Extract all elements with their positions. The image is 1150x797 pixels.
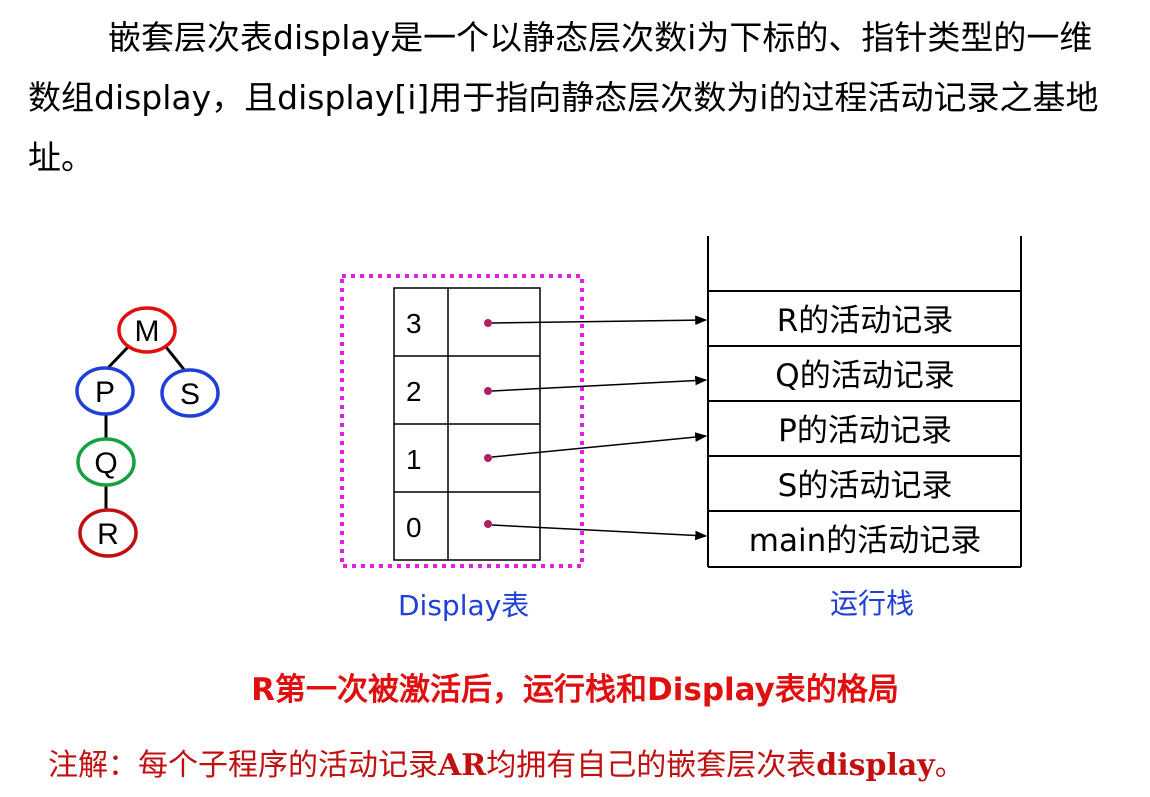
note-ar: AR <box>438 748 487 783</box>
tree-node-s-circle <box>160 368 220 418</box>
pointer-arrow-0-to-main <box>491 524 708 541</box>
pointer-arrows <box>491 315 708 541</box>
tree-node-r-label: R <box>97 518 119 551</box>
tree-node-s: S <box>160 368 220 418</box>
pointer-arrow-2-to-q <box>491 375 708 392</box>
tree-node-p-label: P <box>95 376 115 409</box>
tree-node-m-circle <box>117 306 177 354</box>
display-row-index-0: 0 <box>406 512 422 543</box>
display-row-index-2: 2 <box>406 376 422 407</box>
pointer-arrow-1-to-p <box>491 432 708 458</box>
tree-edge-m-s <box>164 346 188 373</box>
tree-node-p: P <box>75 366 135 416</box>
display-table: 3 2 1 0 <box>393 287 541 561</box>
run-stack-label: 运行栈 <box>830 587 915 620</box>
intro-paragraph: 嵌套层次表display是一个以静态层次数i为下标的、指针类型的一维数组disp… <box>28 8 1123 188</box>
pointer-dot-1 <box>484 454 492 462</box>
figure-caption: R第一次被激活后，运行栈和Display表的格局 <box>251 672 899 708</box>
note-term: display <box>816 748 935 783</box>
activation-record-s: S的活动记录 <box>778 468 953 504</box>
activation-record-q: Q的活动记录 <box>775 358 954 394</box>
pointer-arrow-3-to-r <box>491 315 708 325</box>
display-table-label: Display表 <box>398 589 530 622</box>
tree-node-q: Q <box>76 437 136 487</box>
intro-text: 嵌套层次表display是一个以静态层次数i为下标的、指针类型的一维数组disp… <box>28 18 1099 177</box>
activation-record-p: P的活动记录 <box>778 413 952 449</box>
pointer-dot-0 <box>484 520 492 528</box>
tree-node-q-circle <box>76 437 136 487</box>
display-row-index-1: 1 <box>406 444 422 475</box>
note-middle: 均拥有自己的嵌套层次表 <box>486 748 817 783</box>
tree-node-m: M <box>117 306 177 354</box>
activation-record-main: main的活动记录 <box>749 523 981 559</box>
note-prefix: 注解：每个子程序的活动记录 <box>48 748 438 783</box>
tree-node-p-circle <box>75 366 135 416</box>
note-end: 。 <box>934 748 965 783</box>
tree-edges <box>104 345 188 510</box>
pointer-dot-3 <box>484 319 492 327</box>
tree-node-q-label: Q <box>94 447 117 480</box>
display-table-dotted-frame <box>340 274 584 568</box>
activation-record-r: R的活动记录 <box>777 303 954 339</box>
tree-edge-m-p <box>104 345 130 372</box>
annotation-note: 注解：每个子程序的活动记录AR均拥有自己的嵌套层次表display。 <box>48 740 965 784</box>
display-row-index-3: 3 <box>406 308 422 339</box>
pointer-dot-2 <box>484 387 492 395</box>
tree-node-r-circle <box>78 508 138 558</box>
run-stack: R的活动记录 Q的活动记录 P的活动记录 S的活动记录 main的活动记录 <box>707 236 1022 568</box>
tree-node-r: R <box>78 508 138 558</box>
tree-node-m-label: M <box>135 315 160 348</box>
tree-node-s-label: S <box>180 378 200 411</box>
